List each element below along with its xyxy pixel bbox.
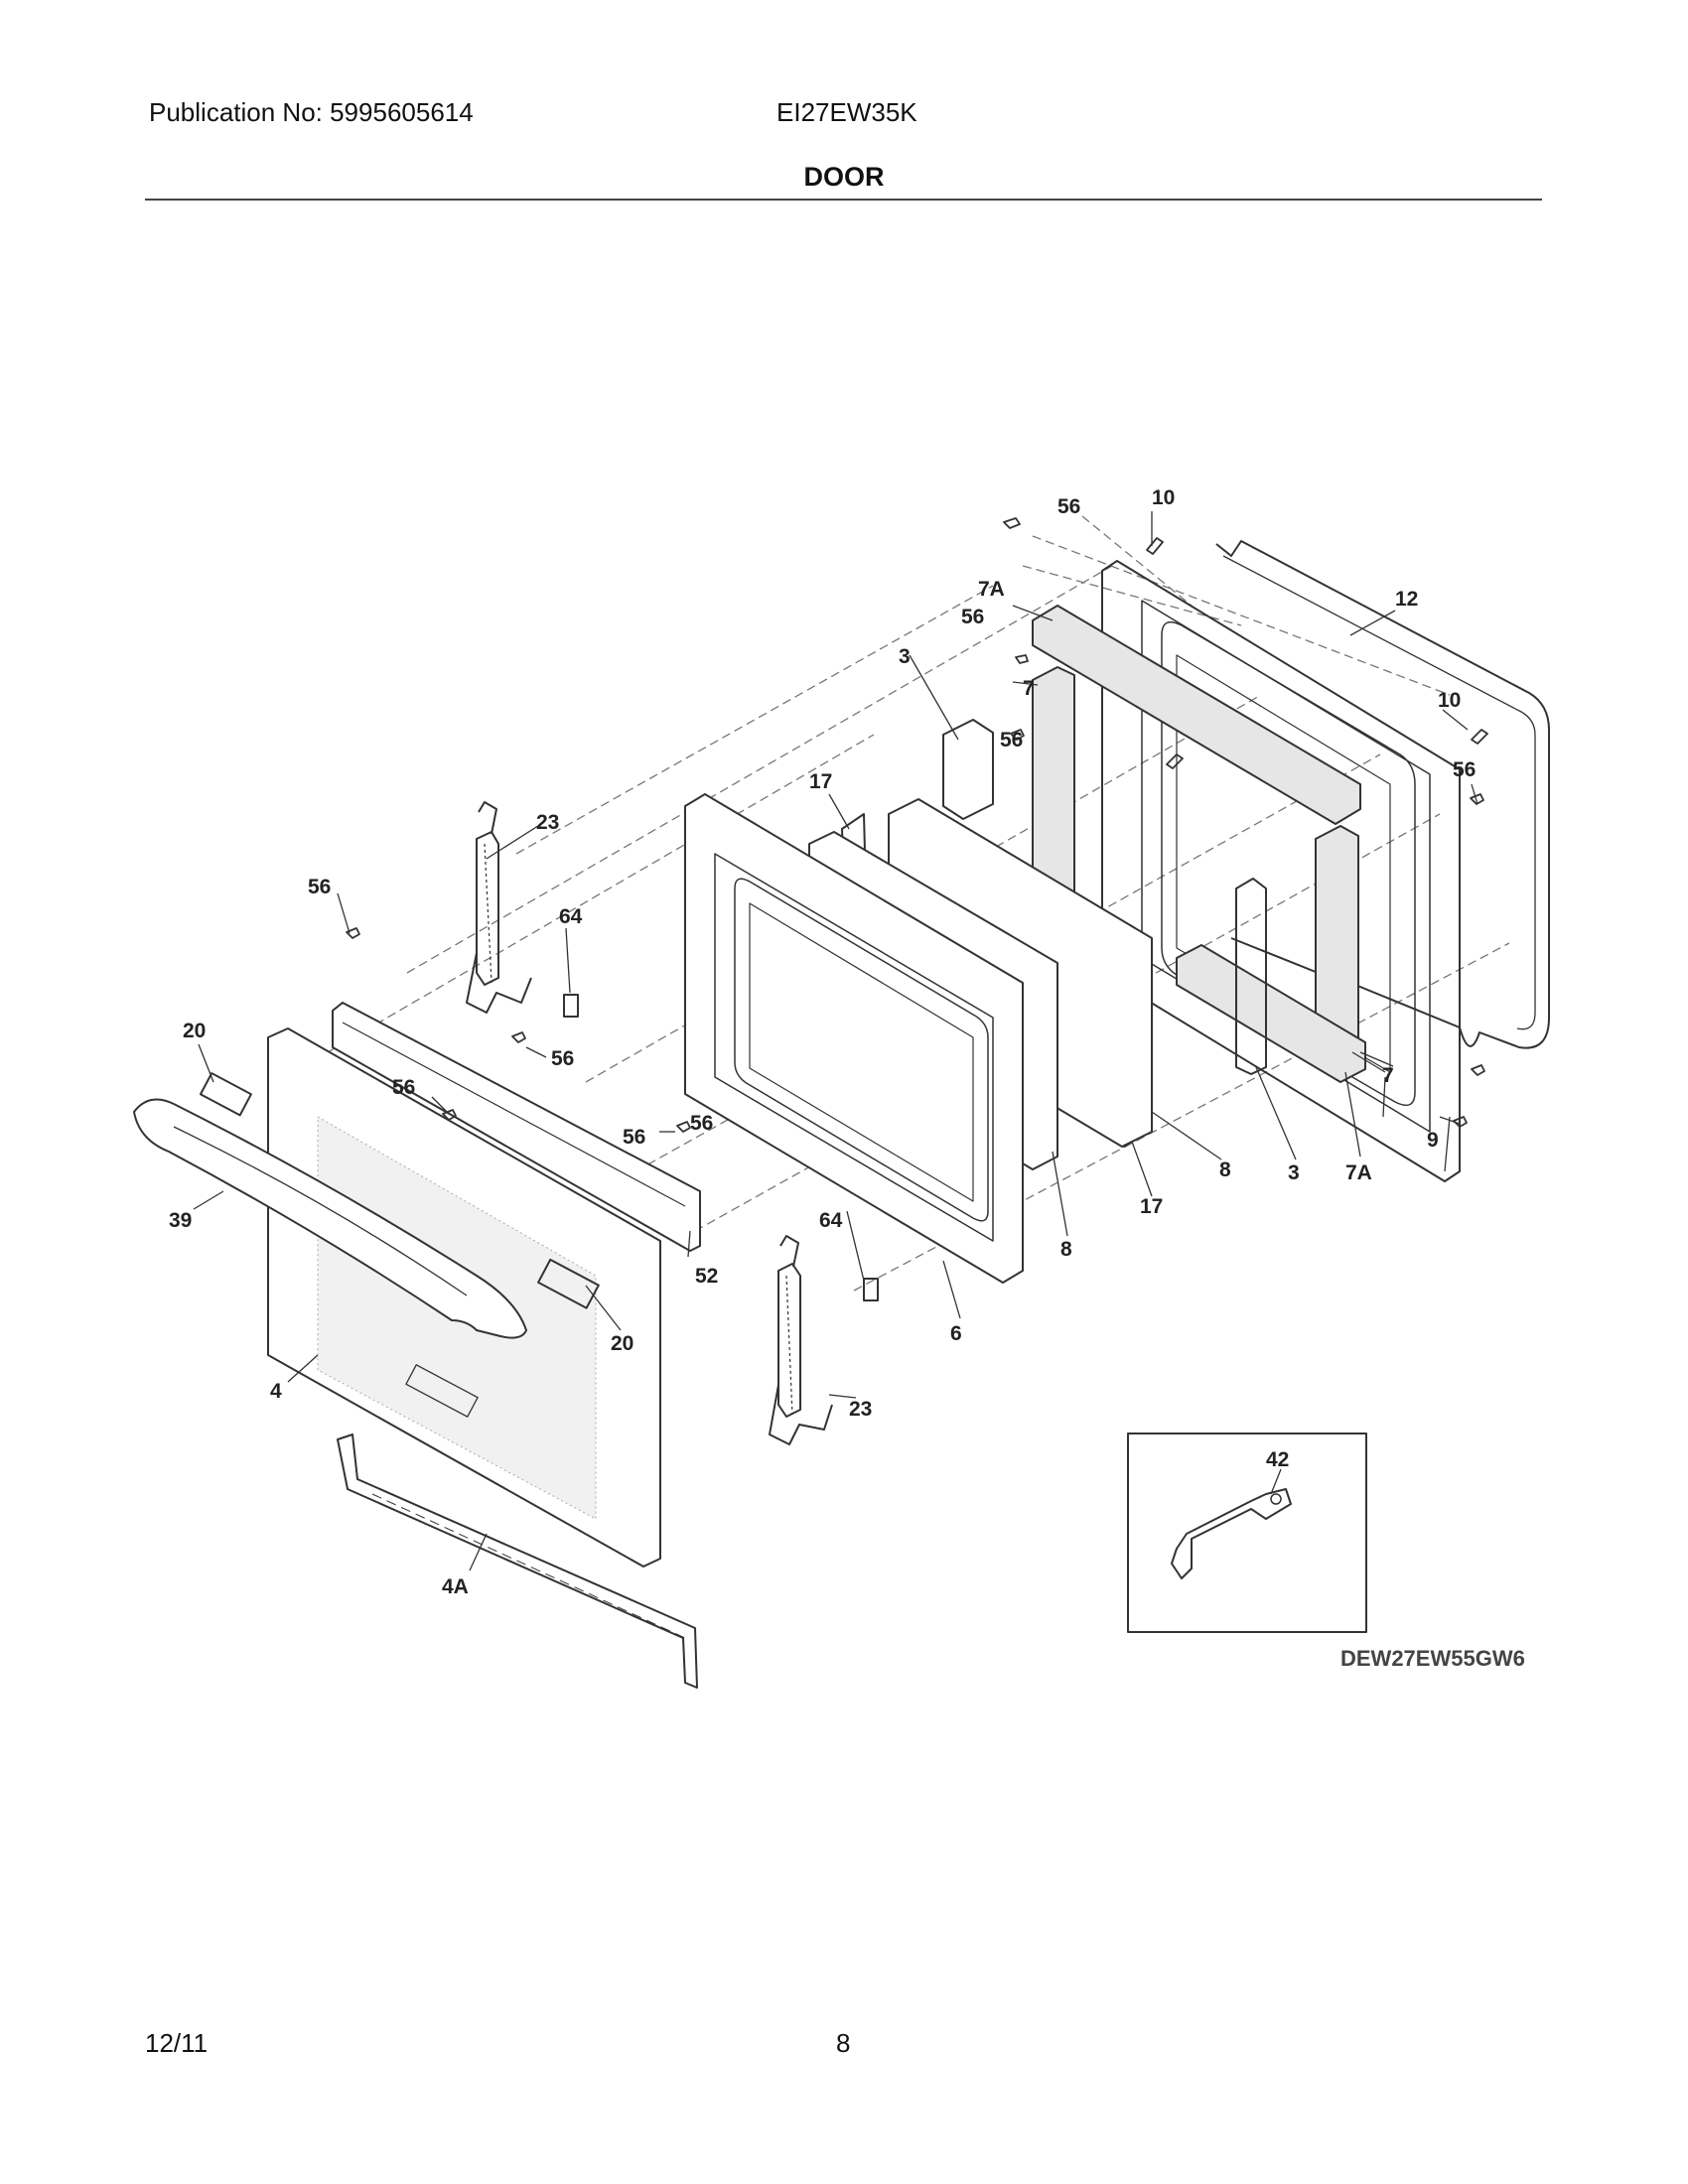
callout-56: 56 — [690, 1112, 713, 1135]
door-frame-6 — [684, 793, 1024, 1284]
door-bracket-3-right — [1235, 878, 1267, 1075]
page-title: DOOR — [803, 162, 885, 192]
callout-10: 10 — [1438, 689, 1461, 712]
callout-9: 9 — [1427, 1129, 1439, 1152]
callout-7: 7 — [1023, 677, 1035, 700]
callout-12: 12 — [1395, 588, 1418, 611]
callout-7: 7 — [1382, 1064, 1394, 1087]
insulation-7A-bottom — [1176, 944, 1366, 1083]
callout-6: 6 — [950, 1322, 962, 1345]
bracket-42 — [1171, 1488, 1292, 1579]
callout-56: 56 — [1000, 729, 1023, 751]
callout-56: 56 — [623, 1126, 645, 1149]
callout-56: 56 — [551, 1047, 574, 1070]
callout-56: 56 — [308, 876, 331, 898]
callout-39: 39 — [169, 1209, 192, 1232]
drawing-code: DEW27EW55GW6 — [1340, 1646, 1525, 1671]
callout-8: 8 — [1060, 1238, 1072, 1261]
door-handle-39 — [133, 1098, 527, 1339]
inner-door-liner-9 — [1101, 560, 1461, 1182]
door-gasket-12 — [1215, 540, 1550, 1049]
hinge-23-bottom — [769, 1235, 833, 1445]
callout-3: 3 — [1288, 1161, 1300, 1184]
control-trim-52 — [332, 1002, 701, 1252]
callout-23: 23 — [849, 1398, 872, 1421]
vent-20-left — [199, 1072, 252, 1117]
callout-52: 52 — [695, 1265, 718, 1288]
footer-date: 12/11 — [145, 2028, 209, 2058]
callout-64: 64 — [559, 905, 583, 928]
header-divider — [145, 199, 1542, 201]
callout-10: 10 — [1152, 486, 1175, 509]
callout-7a: 7A — [1345, 1161, 1372, 1184]
callout-8: 8 — [1219, 1159, 1231, 1181]
screws — [346, 517, 1488, 1133]
spacer-64-top — [563, 994, 579, 1018]
callout-17: 17 — [1140, 1195, 1163, 1218]
callout-56: 56 — [961, 606, 984, 628]
callout-56: 56 — [1453, 758, 1476, 781]
callout-20: 20 — [611, 1332, 633, 1355]
kick-plate-4A — [337, 1433, 698, 1689]
callout-17: 17 — [809, 770, 832, 793]
insulation-7A-top — [1032, 605, 1361, 825]
hinge-23-top — [466, 801, 532, 1014]
model-number: EI27EW35K — [776, 97, 917, 127]
door-bracket-3-left — [942, 719, 994, 820]
callout-4: 4 — [270, 1380, 282, 1403]
callout-4a: 4A — [442, 1575, 469, 1598]
publication-number: Publication No: 5995605614 — [149, 97, 474, 127]
callout-56: 56 — [1057, 495, 1080, 518]
callout-56: 56 — [392, 1076, 415, 1099]
callout-23: 23 — [536, 811, 559, 834]
callout-3: 3 — [899, 645, 911, 668]
spacer-64-bottom — [863, 1278, 879, 1301]
callout-7a: 7A — [978, 578, 1005, 601]
callout-20: 20 — [183, 1020, 206, 1042]
leader-lines — [193, 511, 1478, 1571]
callout-64: 64 — [819, 1209, 843, 1232]
vent-20-right — [537, 1258, 600, 1309]
page-number: 8 — [836, 2028, 851, 2058]
inset-box-42 — [1127, 1433, 1367, 1633]
callout-42: 42 — [1266, 1448, 1289, 1471]
